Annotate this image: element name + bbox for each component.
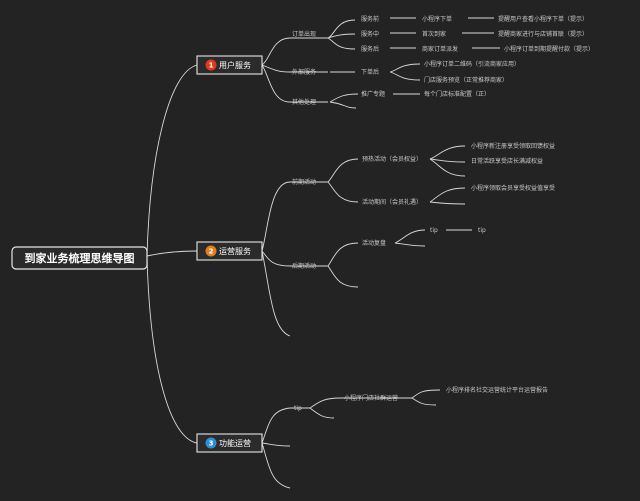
- b2-pre-during[interactable]: 活动期间（会员礼遇）: [362, 198, 422, 206]
- branch-1-number: 1: [209, 62, 214, 70]
- b1-child-orders[interactable]: 订单出现: [292, 30, 316, 38]
- b1-external-after[interactable]: 下单后: [361, 68, 379, 76]
- b1-order-mid-3[interactable]: 商家订单派发: [422, 45, 458, 53]
- b2-pre-warmup[interactable]: 预热活动（会员权益）: [362, 155, 422, 163]
- root-connectors: [146, 64, 198, 444]
- number-badge-2: [205, 245, 217, 257]
- branch-3-number: 3: [209, 440, 214, 448]
- branch-2-label: 运营服务: [219, 246, 251, 256]
- b1-child-external[interactable]: 外部服务: [292, 68, 316, 76]
- b2-pre-warmup-right-1[interactable]: 小程序新注册享受领取回馈权益: [471, 142, 555, 150]
- b1-order-during[interactable]: 服务中: [361, 30, 379, 38]
- b2-pre-warmup-right-2[interactable]: 日常活跃享受店长满减权益: [471, 157, 543, 165]
- b2-post-tip-mid[interactable]: tip: [430, 227, 438, 234]
- b3-child-tip[interactable]: tip: [294, 405, 302, 412]
- b1-order-mid-1[interactable]: 小程序下单: [422, 15, 452, 23]
- branch-3-label: 功能运营: [219, 438, 251, 448]
- branch-node-2[interactable]: 2 运营服务: [196, 241, 263, 261]
- branch-1-connectors: [261, 17, 500, 109]
- b2-pre-during-right-1[interactable]: 小程序领取会员享受权益值享受: [471, 184, 555, 192]
- branch-2-number: 2: [209, 248, 214, 256]
- b1-other-right[interactable]: 每个门店标准配置（正）: [424, 90, 490, 98]
- b2-child-pre[interactable]: 前期活动: [292, 178, 316, 186]
- b2-post-tip-right[interactable]: tip: [478, 227, 486, 234]
- branch-1-label: 用户服务: [219, 60, 251, 70]
- b1-order-pre[interactable]: 服务前: [361, 15, 379, 23]
- root-node[interactable]: 到家业务梳理思维导图: [11, 246, 148, 270]
- number-badge-3: [205, 437, 217, 449]
- b1-other-promo[interactable]: 推广专题: [361, 90, 385, 98]
- b2-post-review[interactable]: 活动复盘: [362, 239, 386, 247]
- b1-external-right-1[interactable]: 小程序订单二维码（引流商家应用）: [424, 60, 520, 68]
- branch-2-connectors: [261, 145, 472, 337]
- b1-order-right-2[interactable]: 提醒商家进行与店铺首联（提示）: [498, 30, 588, 38]
- b3-right-report[interactable]: 小程序排名社交运营统计平台运营报告: [446, 386, 548, 394]
- branch-3-connectors: [261, 389, 441, 489]
- b1-order-post[interactable]: 服务后: [361, 45, 379, 53]
- b2-child-post[interactable]: 后期活动: [292, 262, 316, 270]
- number-badge-1: [205, 59, 217, 71]
- b3-mid-community[interactable]: 小程序门店社群运营: [344, 394, 398, 402]
- b1-external-right-2[interactable]: 门店服务预览（正常推荐商家）: [424, 76, 508, 84]
- b1-child-other[interactable]: 其他处理: [292, 98, 316, 106]
- b1-order-right-3[interactable]: 小程序订单到期提醒付款（提示）: [504, 45, 594, 53]
- root-label: 到家业务梳理思维导图: [25, 251, 135, 265]
- b1-order-right-1[interactable]: 提醒用户查看小程序下单（提示）: [498, 15, 588, 23]
- branch-node-3[interactable]: 3 功能运营: [196, 433, 263, 453]
- b1-order-mid-2[interactable]: 首次到家: [422, 30, 446, 38]
- branch-node-1[interactable]: 1 用户服务: [196, 55, 263, 75]
